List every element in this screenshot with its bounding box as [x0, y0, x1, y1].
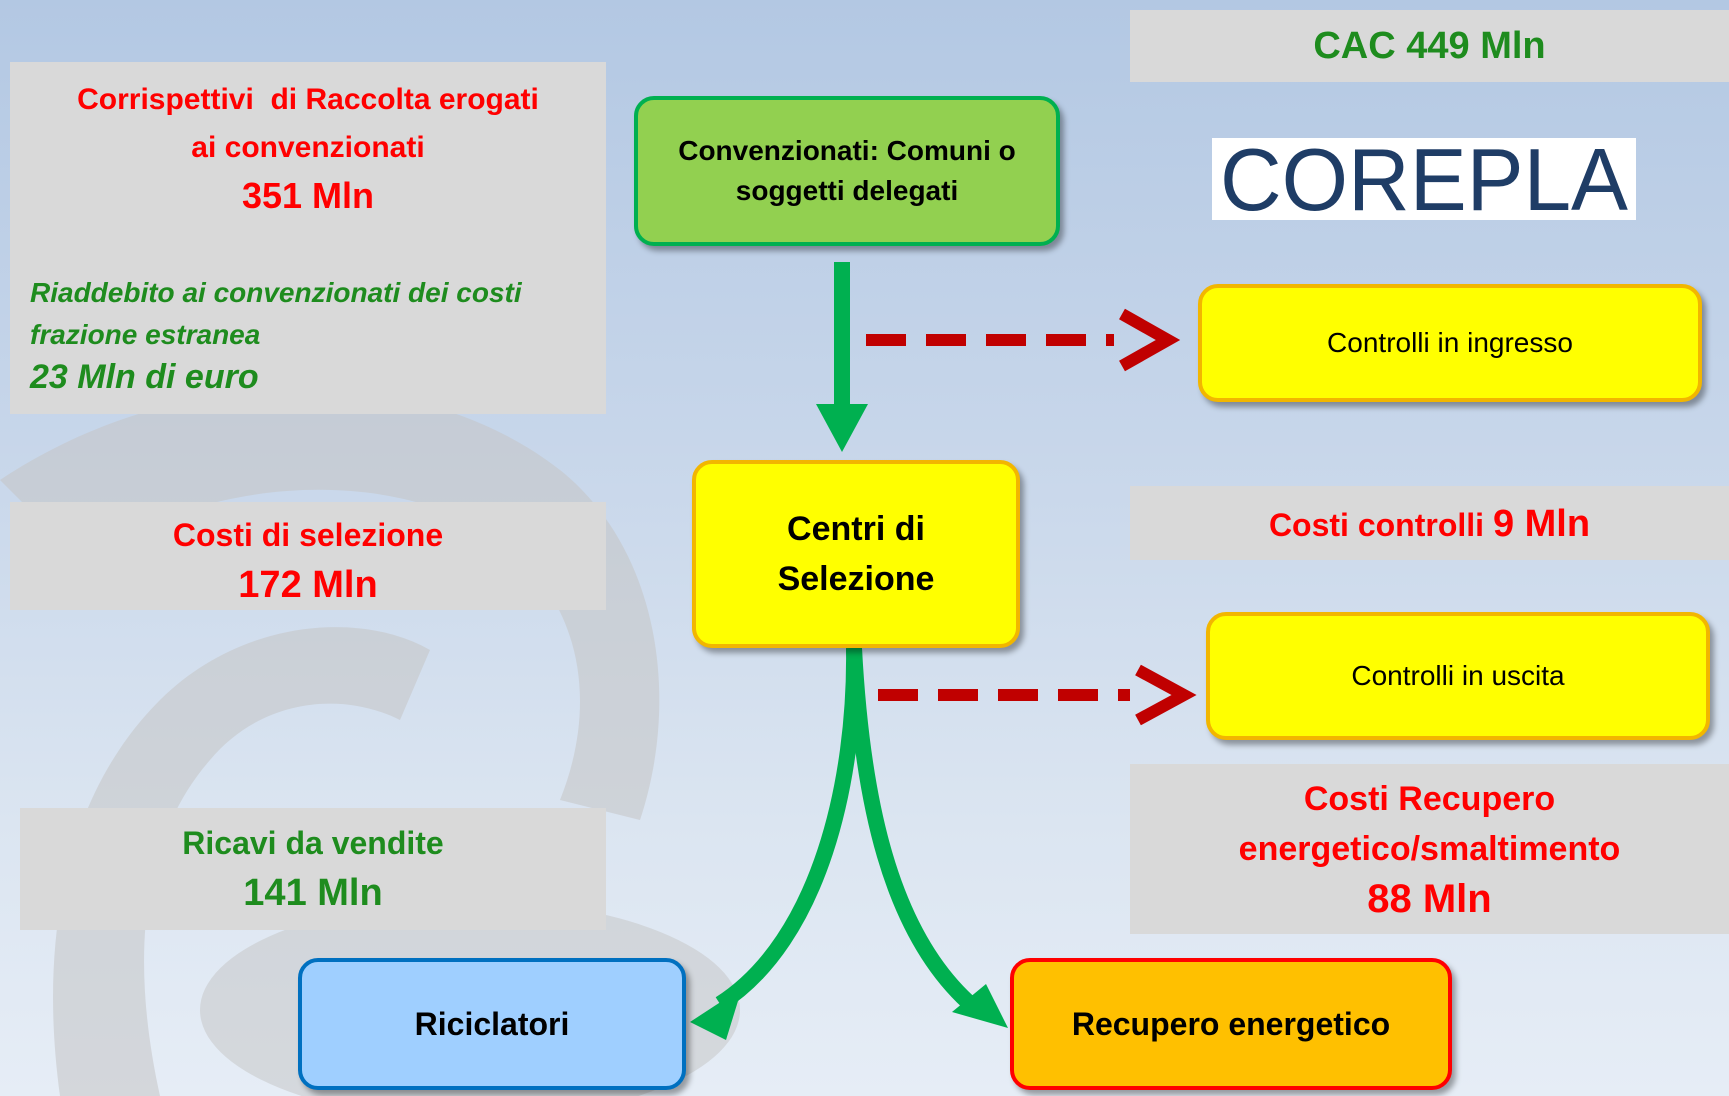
- ricavi-label: Ricavi da vendite: [182, 825, 444, 861]
- riciclatori-label: Riciclatori: [414, 1005, 570, 1042]
- node-recupero-energetico: Recupero energetico: [1010, 958, 1452, 1090]
- recupero-cost-line2: energetico/smaltimento: [1238, 830, 1621, 868]
- arrow-to-centri: [816, 262, 868, 452]
- riaddebito-value: 23 Mln di euro: [30, 358, 259, 396]
- node-controlli-ingresso: Controlli in ingresso: [1198, 284, 1702, 402]
- arrow-to-controlli-ingresso: [866, 308, 1181, 372]
- cac-panel: [1130, 10, 1729, 82]
- riaddebito-text: Riaddebito ai convenzionati dei costi fr…: [30, 272, 600, 400]
- selezione-text: Costi di selezione 172 Mln: [10, 510, 606, 611]
- riaddebito-line2: frazione estranea: [30, 319, 261, 350]
- corepla-logo-text: COREPLA: [1220, 138, 1628, 220]
- controlli-ingresso-label: Controlli in ingresso: [1327, 327, 1573, 358]
- selezione-panel: [10, 502, 606, 610]
- selezione-label: Costi di selezione: [172, 517, 444, 553]
- raccolta-value: 351 Mln: [241, 175, 375, 216]
- recupero-cost-value: 88 Mln: [1367, 877, 1492, 921]
- recupero-cost-text: Costi Recupero energetico/smaltimento 88…: [1130, 774, 1729, 926]
- arrow-to-riciclatori: [690, 647, 863, 1040]
- controlli-label: Costi controlli: [1268, 507, 1493, 543]
- centri-line2: Selezione: [777, 560, 935, 598]
- raccolta-panel: [10, 62, 606, 414]
- raccolta-line1: Corrispettivi di Raccolta erogati: [77, 83, 539, 116]
- node-centri-selezione: Centri di Selezione: [692, 460, 1020, 648]
- ricavi-panel: [20, 808, 606, 930]
- node-convenzionati: Convenzionati: Comuni o soggetti delegat…: [634, 96, 1060, 246]
- node-controlli-uscita: Controlli in uscita: [1206, 612, 1710, 740]
- raccolta-line2: ai convenzionati: [191, 131, 425, 164]
- recupero-energetico-label: Recupero energetico: [1071, 1005, 1391, 1042]
- node-riciclatori: Riciclatori: [298, 958, 686, 1090]
- cac-text: CAC 449 Mln: [1313, 25, 1546, 67]
- convenzionati-line1: Convenzionati: Comuni o: [678, 135, 1016, 166]
- arrow-to-recupero: [846, 647, 1008, 1028]
- selezione-value: 172 Mln: [238, 564, 378, 606]
- controlli-panel: [1130, 486, 1729, 560]
- raccolta-text: Corrispettivi di Raccolta erogati ai con…: [10, 76, 606, 223]
- controlli-text: Costi controlli 9 Mln: [1130, 500, 1729, 549]
- centri-line1: Centri di: [787, 510, 925, 548]
- corepla-logo: COREPLA: [1212, 130, 1636, 229]
- recupero-cost-line1: Costi Recupero: [1303, 780, 1556, 818]
- controlli-value: 9 Mln: [1492, 503, 1591, 545]
- recupero-cost-panel: [1130, 764, 1729, 934]
- controlli-uscita-label: Controlli in uscita: [1351, 660, 1565, 691]
- convenzionati-line2: soggetti delegati: [735, 175, 959, 206]
- ricavi-text: Ricavi da vendite 141 Mln: [20, 818, 606, 919]
- arrow-to-controlli-uscita: [878, 664, 1197, 726]
- riaddebito-line1: Riaddebito ai convenzionati dei costi: [30, 277, 522, 308]
- ricavi-value: 141 Mln: [243, 872, 383, 914]
